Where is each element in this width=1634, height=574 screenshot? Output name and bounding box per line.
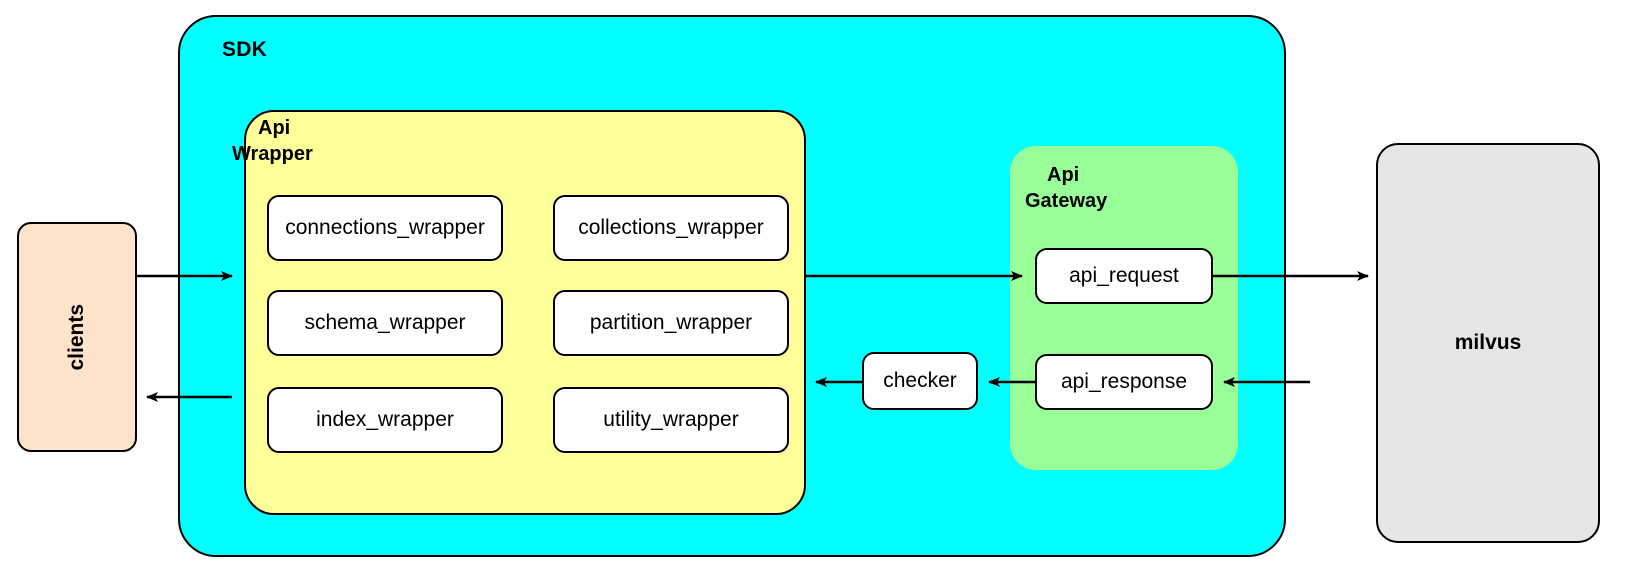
api-wrapper-label: Api Wrapper [232,115,438,168]
node-collections-wrapper[interactable]: collections_wrapper [553,195,789,261]
node-clients[interactable]: clients [17,222,137,452]
node-checker[interactable]: checker [862,352,978,410]
api-wrapper-label-line1: Api [258,117,291,139]
node-clients-label: clients [65,303,88,371]
node-api-response[interactable]: api_response [1035,354,1213,410]
api-gateway-label: Api Gateway [1025,162,1207,215]
api-wrapper-label-line2: Wrapper [232,143,313,166]
node-api-request[interactable]: api_request [1035,248,1213,304]
node-utility-wrapper[interactable]: utility_wrapper [553,387,789,453]
node-partition-wrapper[interactable]: partition_wrapper [553,290,789,356]
api-gateway-label-line2: Gateway [1025,190,1108,213]
api-gateway-container [1010,146,1238,470]
api-gateway-label-line1: Api [1047,164,1080,186]
node-milvus[interactable]: milvus [1376,143,1600,543]
node-schema-wrapper[interactable]: schema_wrapper [267,290,503,356]
sdk-label: SDK [222,38,267,61]
node-connections-wrapper[interactable]: connections_wrapper [267,195,503,261]
node-index-wrapper[interactable]: index_wrapper [267,387,503,453]
